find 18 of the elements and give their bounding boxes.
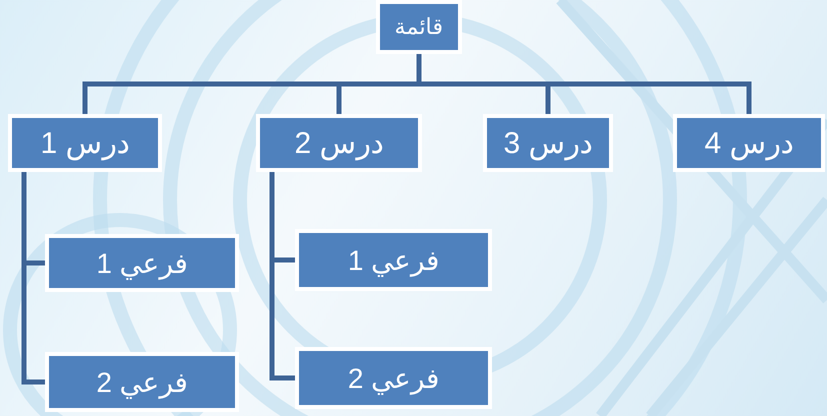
node-label: درس 1	[40, 126, 130, 161]
node-label: فرعي 1	[96, 246, 188, 280]
node-box	[45, 352, 239, 412]
node-box	[295, 347, 492, 409]
node-box	[483, 114, 613, 172]
node-label: فرعي 2	[348, 362, 440, 394]
node-box	[256, 114, 422, 172]
node-box	[673, 114, 825, 172]
node-box	[376, 0, 462, 54]
node-label: درس 3	[503, 126, 593, 161]
node-label: درس 2	[294, 126, 384, 161]
node-label: فرعي 1	[348, 244, 440, 276]
node-label: فرعي 2	[96, 366, 188, 398]
node-box	[45, 234, 239, 292]
node-label: درس 4	[704, 126, 794, 161]
node-box	[8, 114, 162, 172]
node-label: قائمة	[394, 14, 444, 40]
node-box	[295, 229, 492, 291]
